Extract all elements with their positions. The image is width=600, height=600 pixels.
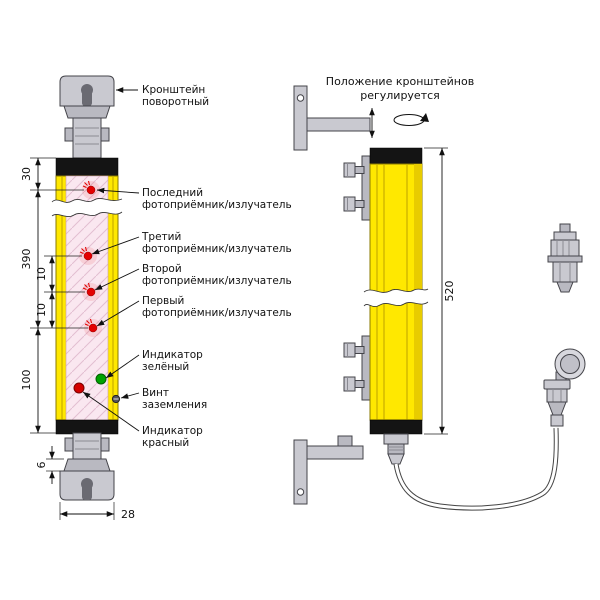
bolt-bottom-1	[343, 342, 365, 358]
connector-plug	[547, 223, 583, 293]
bolt-top-2	[343, 196, 365, 212]
top-end-cap-side	[369, 147, 423, 165]
label-first-line1: Первый	[142, 295, 184, 307]
bolt-bottom-2	[343, 376, 365, 392]
green-indicator-led	[95, 373, 107, 385]
label-red-line1: Индикатор	[142, 425, 203, 437]
dim-10-upper: 10	[35, 267, 48, 281]
bottom-clamp-strip	[361, 335, 371, 401]
dimension-520: 520	[424, 147, 456, 435]
extension-lines-front	[30, 157, 115, 520]
dim-28: 28	[121, 508, 135, 521]
dim-6: 6	[35, 462, 48, 469]
break-lines-front	[51, 198, 123, 217]
caption-line1: Положение кронштейнов	[326, 75, 474, 88]
bolt-top-1	[343, 162, 365, 178]
dim-30: 30	[20, 167, 33, 181]
rotation-arrow-icon	[393, 113, 429, 126]
dim-390: 390	[20, 249, 33, 270]
red-indicator-led	[73, 382, 85, 394]
label-last-line2: фотоприёмник/излучатель	[142, 199, 292, 211]
top-end-cap	[55, 157, 119, 177]
ground-screw	[111, 394, 121, 404]
cable-gland	[383, 433, 409, 465]
dim-10-lower: 10	[35, 303, 48, 317]
label-first-line2: фотоприёмник/излучатель	[142, 307, 292, 319]
dim-520: 520	[443, 281, 456, 302]
label-third-line1: Третий	[141, 231, 181, 243]
label-third-line2: фотоприёмник/излучатель	[142, 243, 292, 255]
top-rotary-bracket	[59, 75, 115, 159]
label-bracket-line1: Кронштейн	[142, 84, 205, 96]
connector-with-cap	[543, 348, 586, 427]
label-second-line2: фотоприёмник/излучатель	[142, 275, 292, 287]
break-lines-side	[363, 288, 429, 307]
front-view: 30 390 10 10 100 6 28	[20, 75, 292, 521]
side-view: Положение кронштейнов регулируется	[293, 75, 586, 511]
bottom-l-bracket	[293, 435, 364, 505]
bottom-end-cap	[55, 419, 119, 435]
bottom-rotary-bracket	[59, 432, 115, 501]
dimensions-front: 30 390 10 10 100 6 28	[20, 158, 135, 521]
bottom-end-cap-side	[369, 419, 423, 435]
top-l-bracket	[293, 85, 371, 151]
top-clamp-strip	[361, 155, 371, 221]
caption-line2: регулируется	[360, 89, 440, 102]
labels-front: Кронштейн поворотный Последний фотоприём…	[141, 84, 292, 449]
label-red-line2: красный	[142, 437, 189, 449]
label-green-line2: зелёный	[142, 361, 189, 373]
label-bracket-line2: поворотный	[142, 96, 209, 108]
label-second-line1: Второй	[142, 263, 182, 275]
cable	[393, 427, 559, 511]
label-green-line1: Индикатор	[142, 349, 203, 361]
label-last-line1: Последний	[142, 187, 203, 199]
label-screw-line2: заземления	[142, 399, 207, 411]
label-screw-line1: Винт	[142, 387, 169, 399]
leader-lines-front	[82, 87, 140, 432]
dim-100: 100	[20, 370, 33, 391]
